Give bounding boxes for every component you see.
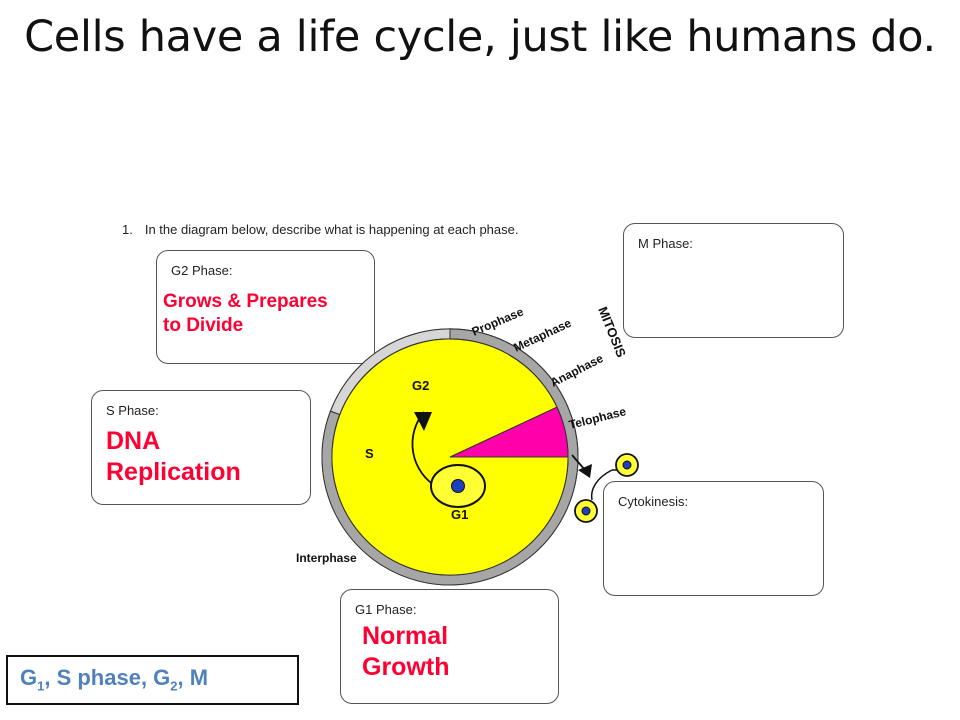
- g1-phase-label: G1 Phase:: [355, 602, 417, 617]
- g1-answer-line1: Normal: [362, 622, 449, 650]
- interphase-label: Interphase: [296, 551, 357, 565]
- s-segment-label: S: [365, 446, 374, 461]
- legend-sub-1: 1: [37, 678, 45, 694]
- legend-sub-2: 2: [170, 678, 178, 694]
- daughter-nucleus-1: [622, 460, 632, 470]
- g1-phase-box: G1 Phase:: [340, 589, 559, 704]
- g2-segment-label: G2: [412, 378, 429, 393]
- anaphase-label: Anaphase: [548, 351, 606, 390]
- s-answer-line1: DNA: [106, 427, 161, 455]
- g1-phase-answer: Normal Growth: [362, 621, 450, 684]
- phase-order-legend: G1, S phase, G2, M: [6, 655, 299, 705]
- g2-answer-line2: to Divide: [163, 314, 244, 336]
- telophase-segment: [331, 338, 569, 576]
- question-text: 1. In the diagram below, describe what is…: [122, 222, 518, 237]
- s-phase-answer: DNA Replication: [106, 426, 241, 489]
- cytokinesis-arrow: [571, 454, 586, 471]
- s-phase-box: S Phase:: [91, 390, 311, 505]
- daughter-nucleus-2: [581, 506, 591, 516]
- prophase-label: Prophase: [470, 304, 526, 338]
- legend-middle: , S phase, G: [44, 665, 171, 690]
- s-phase-label: S Phase:: [106, 403, 159, 418]
- cytokinesis-box: Cytokinesis:: [603, 481, 824, 596]
- cycle-arrow: [411, 411, 438, 488]
- metaphase-label: Metaphase: [511, 316, 573, 355]
- g1-segment-label: G1: [451, 507, 468, 522]
- g2-answer-line1: Grows & Prepares: [163, 291, 328, 312]
- question-number: 1.: [122, 222, 133, 237]
- s-answer-line2: Replication: [106, 458, 241, 487]
- slide-title: Cells have a life cycle, just like human…: [24, 12, 936, 62]
- question-prompt: In the diagram below, describe what is h…: [144, 222, 519, 237]
- mitosis-label: MITOSIS: [595, 305, 629, 360]
- daughter-split-line: [590, 469, 613, 501]
- g2-phase-label: G2 Phase:: [171, 263, 233, 278]
- cytokinesis-label: Cytokinesis:: [618, 494, 689, 509]
- g2-phase-box: G2 Phase:: [156, 250, 375, 364]
- legend-g1-letter: G: [20, 665, 38, 690]
- g2-phase-answer: Grows & Prepares to Divide: [163, 290, 328, 338]
- legend-end: , M: [177, 665, 209, 690]
- cell-nucleus: [451, 479, 465, 493]
- cytokinesis-arrowhead: [578, 464, 592, 478]
- cycle-arrowhead: [414, 412, 432, 431]
- telophase-label: Telophase: [567, 404, 627, 432]
- m-phase-box: M Phase:: [623, 223, 844, 338]
- m-phase-label: M Phase:: [638, 236, 693, 251]
- g1-answer-line2: Growth: [362, 653, 450, 682]
